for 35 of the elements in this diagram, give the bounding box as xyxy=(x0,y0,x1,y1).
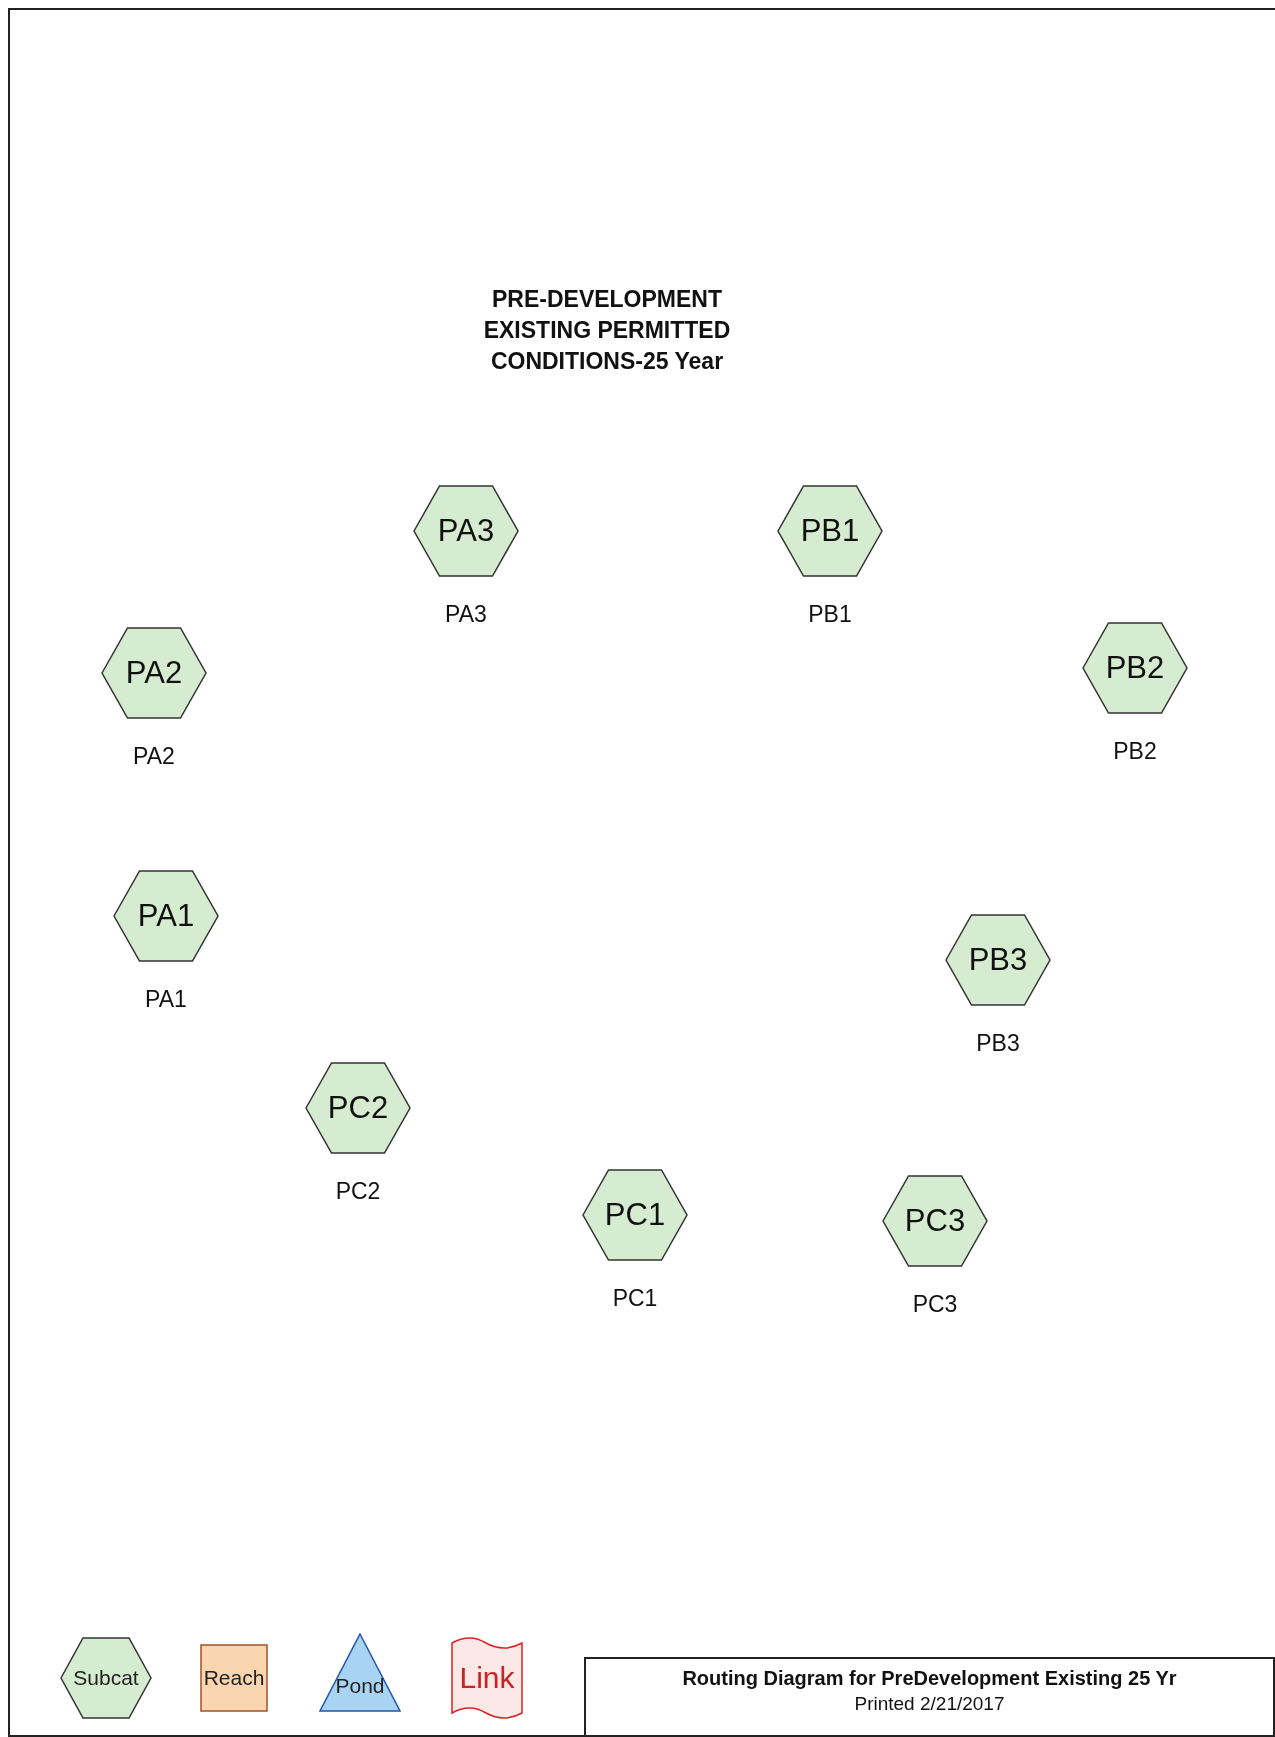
node-caption: PC1 xyxy=(611,1285,659,1312)
node-caption: PC3 xyxy=(911,1291,959,1318)
node-label: PA2 xyxy=(125,655,183,691)
node-label: PB2 xyxy=(1105,650,1165,686)
title-block-note: Printed 2/21/2017 xyxy=(853,1692,1006,1716)
node-caption: PB3 xyxy=(975,1030,1021,1057)
node-caption: PC2 xyxy=(334,1178,382,1205)
legend-label: Reach xyxy=(202,1666,266,1690)
subcatchment-hexagon xyxy=(945,914,1051,1006)
subcatchment-hexagon xyxy=(777,485,883,577)
title-block xyxy=(584,1657,1275,1737)
node-label: PC1 xyxy=(604,1197,666,1233)
title-block-heading: Routing Diagram for PreDevelopment Existing 25 Yr xyxy=(681,1666,1178,1691)
subcatchment-hexagon xyxy=(113,870,219,962)
node-label: PA3 xyxy=(437,513,495,549)
node-label: PA1 xyxy=(137,898,195,934)
subcatchment-hexagon xyxy=(882,1175,988,1267)
node-label: PC3 xyxy=(904,1203,966,1239)
node-caption: PA1 xyxy=(144,986,188,1013)
node-label: PC2 xyxy=(327,1090,389,1126)
subcatchment-hexagon xyxy=(101,627,207,719)
legend-label: Link xyxy=(458,1661,516,1695)
subcatchment-hexagon xyxy=(582,1169,688,1261)
node-caption: PB2 xyxy=(1112,738,1158,765)
node-label: PB3 xyxy=(968,942,1028,978)
legend-label: Subcat xyxy=(72,1666,140,1690)
subcatchment-hexagon xyxy=(1082,622,1188,714)
subcatchment-hexagon xyxy=(413,485,519,577)
node-caption: PB1 xyxy=(807,601,853,628)
node-label: PB1 xyxy=(800,513,860,549)
node-caption: PA3 xyxy=(444,601,488,628)
subcatchment-hexagon xyxy=(305,1062,411,1154)
diagram-title: PRE-DEVELOPMENT EXISTING PERMITTED CONDITIONS-25 Year xyxy=(482,285,732,376)
legend-label: Pond xyxy=(334,1674,386,1698)
node-caption: PA2 xyxy=(132,743,176,770)
